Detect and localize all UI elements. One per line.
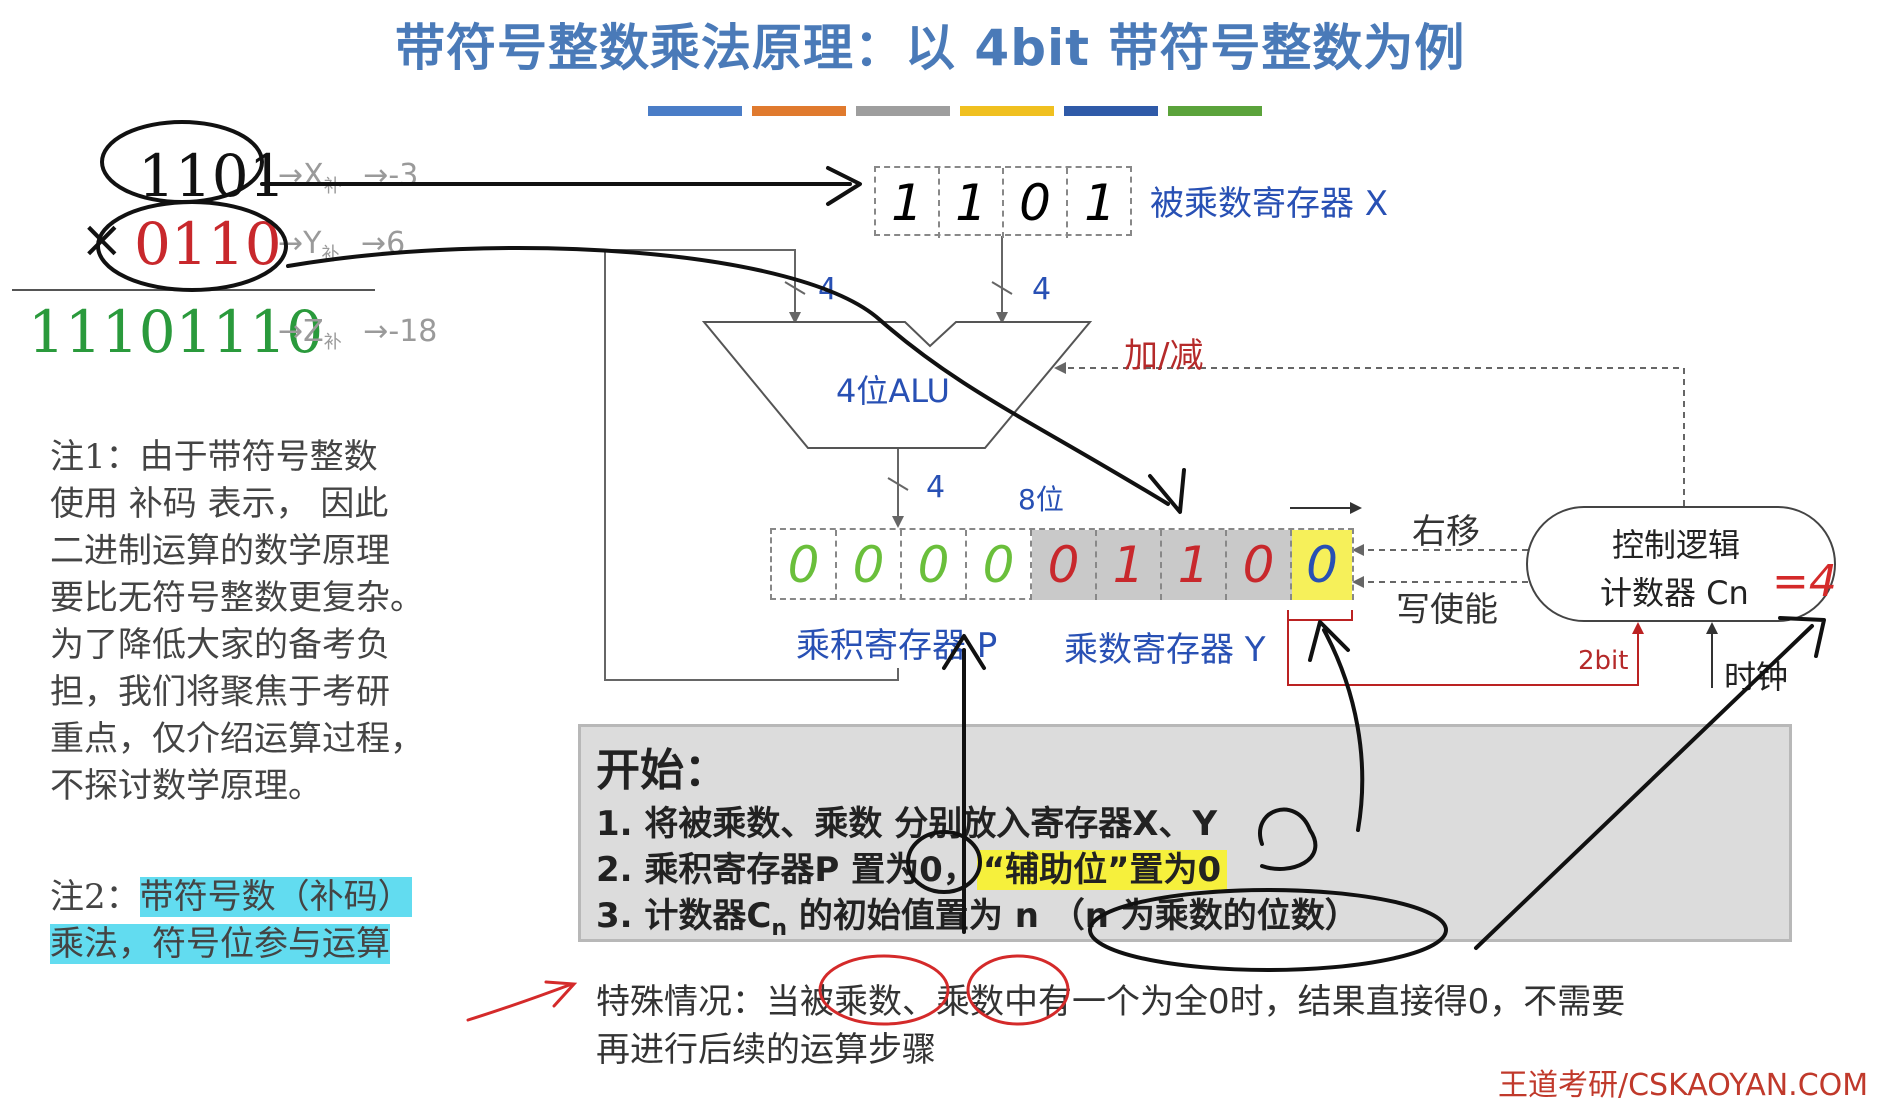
auxiliary-bit: 0 [1292, 530, 1352, 600]
diagram-wires [12, 236, 1718, 688]
register-x: 1 1 0 1 [874, 166, 1132, 238]
register-x-label: 被乘数寄存器 X [1150, 184, 1389, 224]
handwritten-annotations [96, 120, 1826, 1026]
color-bar-segment [856, 106, 950, 116]
product-annotation: →Z补 →-18 [278, 314, 438, 353]
two-bit-label: 2bit [1578, 646, 1629, 676]
start-heading: 开始： [596, 745, 728, 796]
special-case-line-2: 再进行后续的运算步骤 [596, 1030, 936, 1070]
circle-n-bits [1088, 888, 1448, 972]
note-2-highlight: 乘法，符号位参与运算 [50, 924, 390, 964]
circle-multiplier-word [966, 954, 1070, 1026]
start-box [578, 724, 1792, 942]
write-enable-label: 写使能 [1396, 590, 1498, 630]
alu-output-width: 4 [926, 470, 946, 505]
register-p-bit: 0 [902, 530, 967, 600]
register-p-bit: 0 [837, 530, 902, 600]
slide-title: 带符号整数乘法原理：以 4bit 带符号整数为例 [395, 19, 1466, 77]
counter-label: 计数器 Cn [1600, 574, 1749, 612]
circle-aux-zero [1258, 807, 1318, 871]
register-y-bit: 1 [1097, 530, 1162, 600]
alu-label: 4位ALU [836, 372, 950, 410]
register-p-y: 0 0 0 0 0 1 1 0 0 [770, 528, 1354, 600]
width-8-label: 8位 [1018, 483, 1064, 516]
shift-right-label: 右移 [1412, 512, 1480, 552]
color-bar-segment [1168, 106, 1262, 116]
register-y-bit: 0 [1227, 530, 1292, 600]
product-binary: 11101110 [28, 298, 324, 366]
register-p-bit: 0 [772, 530, 837, 600]
start-step-2: 2. 乘积寄存器P 置为0，“辅助位”置为0 [596, 842, 1228, 891]
alu-shape [701, 321, 1093, 449]
color-bar-segment [648, 106, 742, 116]
start-step-3: 3. 计数器Cn 的初始值置为 n （n 为乘数的位数） [596, 896, 1359, 941]
circle-multiplicand [100, 120, 264, 204]
control-logic-line1: 控制逻辑 [1612, 526, 1741, 564]
color-bar-segment [752, 106, 846, 116]
start-step-1: 1. 将被乘数、乘数 分别放入寄存器X、Y [596, 804, 1218, 844]
register-p-bit: 0 [967, 530, 1032, 600]
register-y-bit: 1 [1162, 530, 1227, 600]
multiplier-binary: 0110 [134, 210, 282, 278]
arrow-to-register-y [286, 246, 1186, 514]
register-y-label: 乘数寄存器 Y [1064, 630, 1266, 670]
register-x-bit: 1 [940, 168, 1004, 238]
multiplicand-annotation: →X补 →-3 [278, 158, 419, 197]
arrow-to-register-x [260, 166, 862, 206]
register-y-bit: 0 [1032, 530, 1097, 600]
register-x-bit: 1 [1084, 174, 1116, 232]
circle-multiplier [96, 200, 288, 292]
register-x-bit: 0 [1004, 168, 1068, 238]
special-case-line-1: 特殊情况：当被乘数、乘数中有一个为全0时，结果直接得0，不需要 [596, 982, 1626, 1022]
circle-multiplicand-word [818, 954, 950, 1026]
feedback-wire [604, 249, 899, 681]
control-logic-box [1526, 506, 1836, 622]
arrow-special-case [466, 980, 578, 1022]
alu-input-width-right: 4 [1032, 272, 1052, 307]
add-sub-label: 加/减 [1124, 336, 1204, 376]
circle-p-zero [906, 830, 982, 894]
arrow-to-counter [1474, 616, 1826, 950]
note-2: 注2：带符号数（补码） 乘法，符号位参与运算 [50, 877, 412, 964]
color-bar-segment [960, 106, 1054, 116]
register-x-bit: 1 [876, 168, 940, 238]
counter-handwritten-value: =4 [1772, 556, 1837, 607]
note-2-highlight: 带符号数（补码） [139, 877, 412, 917]
arrow-aux-zero [1308, 620, 1365, 832]
note-1: 注1：由于带符号整数 使用 补码 表示， 因此 二进制运算的数学原理 要比无符号… [50, 437, 424, 806]
color-bar-segment [1064, 106, 1158, 116]
